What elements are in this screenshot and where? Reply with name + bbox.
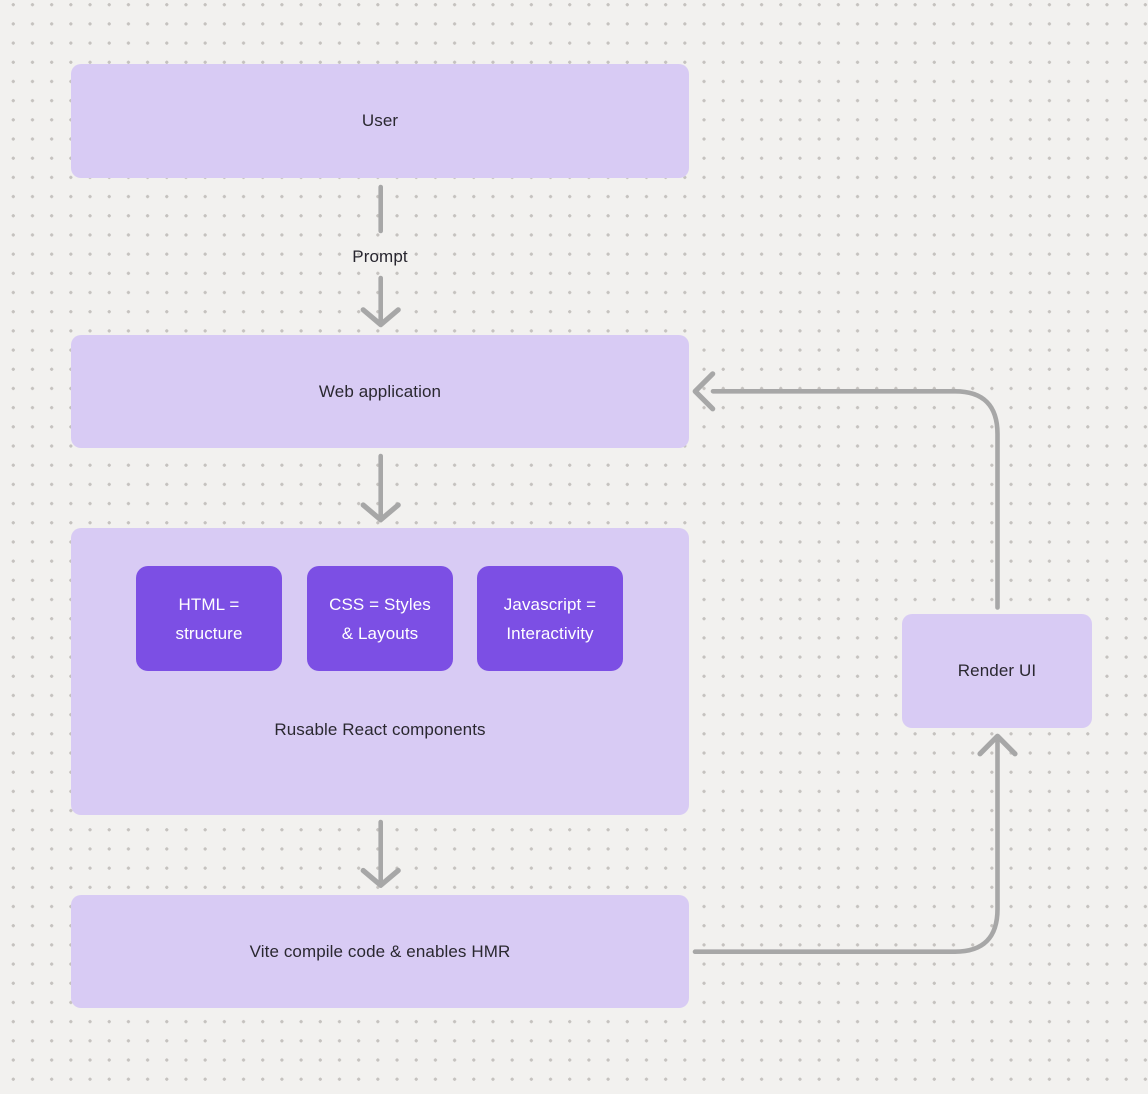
node-html: HTML = structure (136, 566, 282, 671)
edge-segment (692, 738, 1000, 954)
node-user: User (71, 64, 689, 178)
node-javascript: Javascript = Interactivity (477, 566, 623, 671)
arrowhead-left-icon (692, 371, 716, 412)
edge-label-prompt: Prompt (352, 247, 408, 266)
edge-render-ui-to-web-application (692, 371, 1000, 610)
node-html-label: HTML = structure (175, 590, 242, 648)
node-vite: Vite compile code & enables HMR (71, 895, 689, 1008)
node-user-label: User (361, 111, 399, 130)
node-vite-label: Vite compile code & enables HMR (249, 941, 511, 961)
node-javascript-label: Javascript = Interactivity (504, 590, 596, 648)
node-html-line2: structure (175, 623, 243, 643)
edge-web-application-to-components (360, 453, 401, 523)
node-css-line2: & Layouts (341, 623, 419, 643)
edge-components-to-vite (360, 819, 401, 888)
node-css-label: CSS = Styles & Layouts (329, 590, 431, 648)
arrowhead-up-icon (977, 733, 1018, 757)
components-group-caption: Rusable React components (274, 720, 486, 739)
node-web-application-label: Web application (318, 381, 442, 401)
node-render-ui: Render UI (902, 614, 1092, 728)
edge-vite-to-render-ui (692, 733, 1018, 954)
arrowhead-down-icon (360, 307, 401, 328)
node-javascript-line2: Interactivity (506, 623, 594, 643)
node-web-application: Web application (71, 335, 689, 448)
edge-segment (710, 389, 1000, 610)
arrowhead-down-icon (360, 867, 401, 888)
arrowhead-down-icon (360, 502, 401, 523)
node-css-line1: CSS = Styles (329, 594, 431, 614)
node-javascript-line1: Javascript = (503, 594, 597, 614)
node-css: CSS = Styles & Layouts (307, 566, 453, 671)
node-render-ui-label: Render UI (957, 661, 1037, 680)
node-html-line1: HTML = (178, 594, 240, 614)
